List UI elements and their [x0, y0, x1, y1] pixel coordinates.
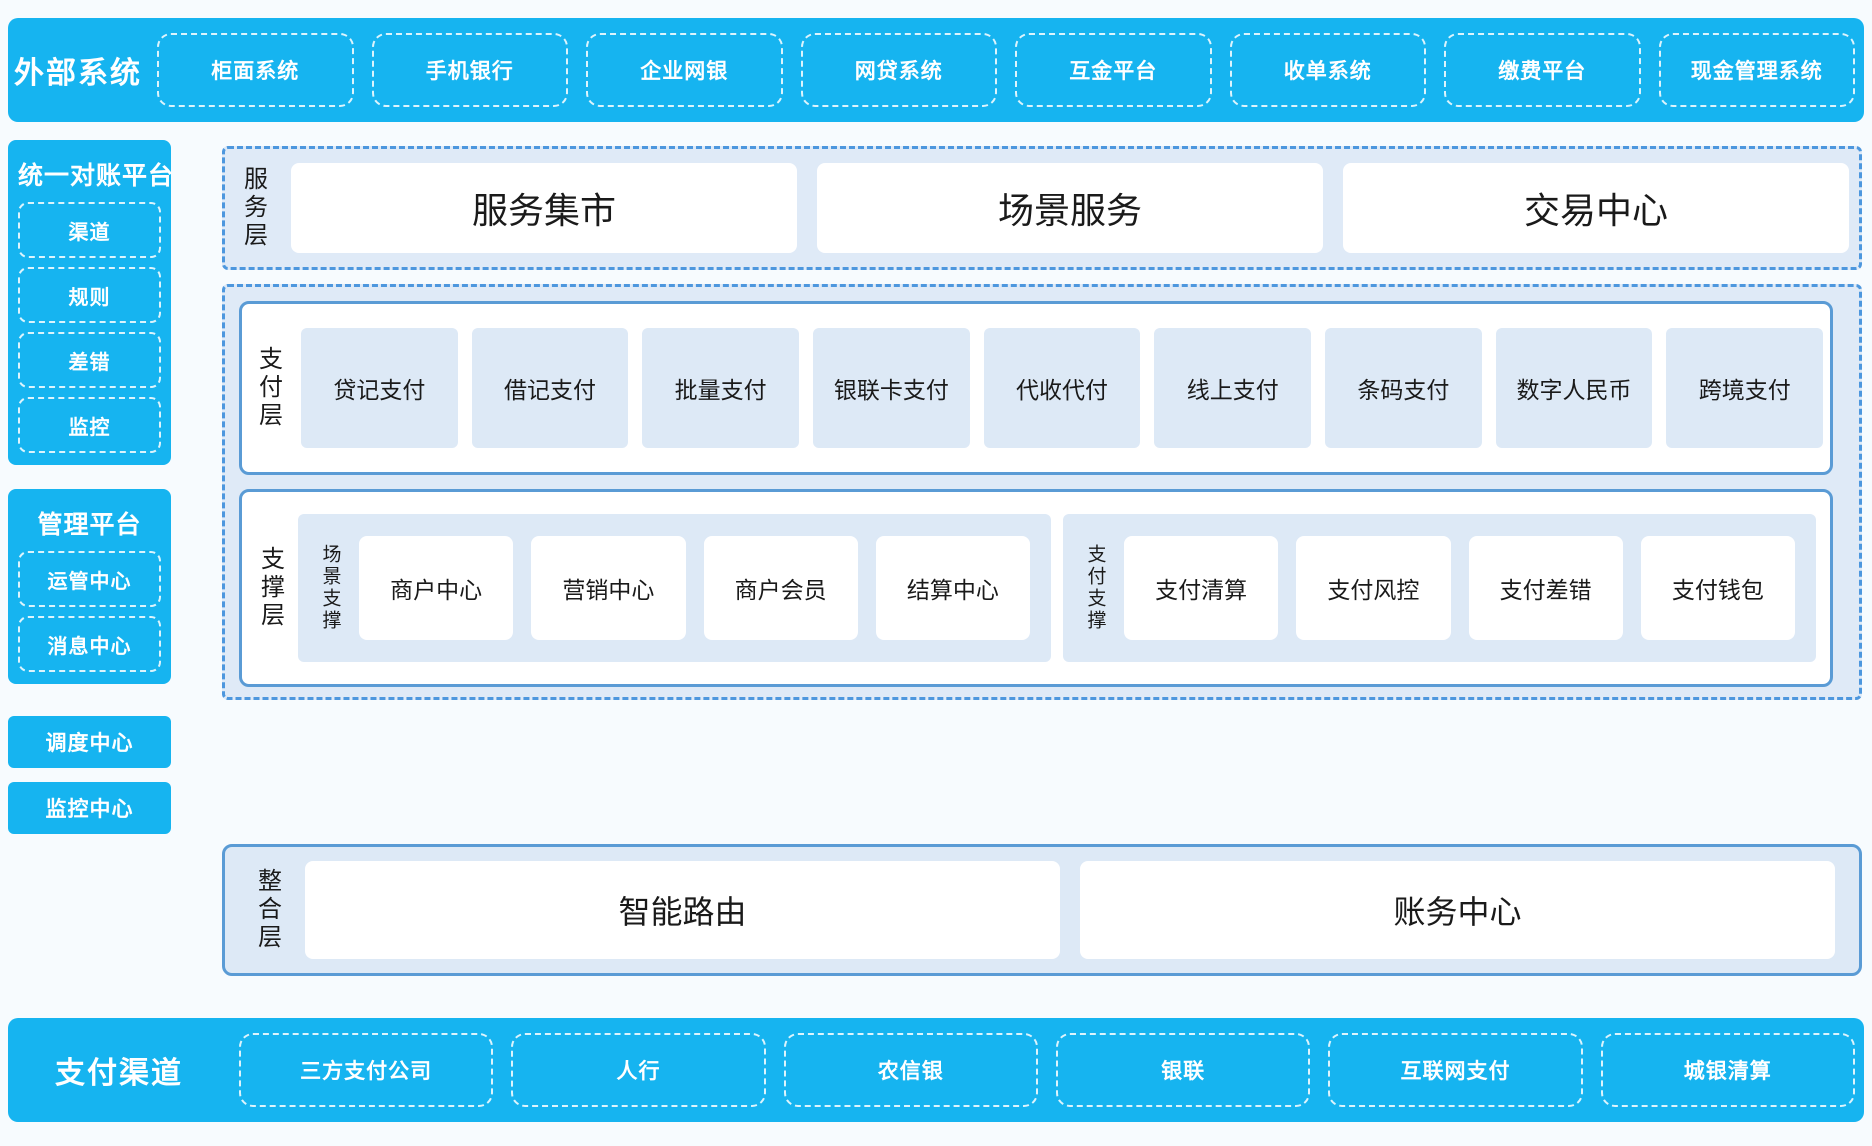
- payment-channels-title: 支付渠道: [55, 1057, 183, 1090]
- external-systems-title: 外部系统: [14, 57, 142, 90]
- payment-channel-chip[interactable]: 城银清算: [1600, 1033, 1855, 1107]
- payment-channel-chip[interactable]: 人行: [511, 1033, 766, 1107]
- payment-tile-digital-rmb[interactable]: 数字人民币: [1495, 328, 1653, 448]
- support-group-scenario: 场景支撑 商户中心 营销中心 商户会员 结算中心: [298, 514, 1051, 662]
- integration-layer-label: 整合层: [253, 868, 281, 952]
- external-systems-band: 外部系统 柜面系统 手机银行 企业网银 网贷系统 互金平台 收单系统 缴费平台 …: [8, 18, 1864, 122]
- service-layer-group: 服务层 服务集市 场景服务 交易中心: [222, 146, 1862, 270]
- management-item-message-center[interactable]: 消息中心: [18, 616, 161, 672]
- payment-layer-row: 支付层 贷记支付 借记支付 批量支付 银联卡支付 代收代付 线上支付 条码支付 …: [242, 304, 1830, 472]
- payment-channel-chip[interactable]: 三方支付公司: [239, 1033, 494, 1107]
- service-layer-row: 服务层 服务集市 场景服务 交易中心: [225, 149, 1859, 267]
- integration-layer-panel: 整合层 智能路由 账务中心: [222, 844, 1862, 976]
- integration-card-smart-routing[interactable]: 智能路由: [305, 861, 1060, 959]
- support-tile-payment-error[interactable]: 支付差错: [1468, 536, 1623, 640]
- reconciliation-item-rule[interactable]: 规则: [18, 267, 161, 323]
- scheduling-center-card[interactable]: 调度中心: [8, 716, 171, 768]
- support-layer-label: 支撑层: [256, 546, 284, 630]
- external-system-chip[interactable]: 互金平台: [1015, 33, 1212, 107]
- service-card-transaction[interactable]: 交易中心: [1343, 163, 1849, 253]
- payment-tile-unionpay-card[interactable]: 银联卡支付: [813, 328, 970, 448]
- monitoring-center-card[interactable]: 监控中心: [8, 782, 171, 834]
- support-layer-panel: 支撑层 场景支撑 商户中心 营销中心 商户会员 结算中心 支付支撑 支付清算 支…: [239, 489, 1833, 687]
- support-tile-merchant-member[interactable]: 商户会员: [703, 536, 858, 640]
- service-card-market[interactable]: 服务集市: [291, 163, 797, 253]
- external-system-chip[interactable]: 柜面系统: [157, 33, 354, 107]
- management-platform-title: 管理平台: [37, 511, 142, 539]
- payment-channels-chip-list: 三方支付公司 人行 农信银 银联 互联网支付 城银清算: [230, 1018, 1864, 1122]
- external-systems-chip-list: 柜面系统 手机银行 企业网银 网贷系统 互金平台 收单系统 缴费平台 现金管理系…: [148, 18, 1864, 122]
- integration-card-accounting-center[interactable]: 账务中心: [1080, 861, 1835, 959]
- payment-tile-debit[interactable]: 借记支付: [471, 328, 629, 448]
- management-item-operations-center[interactable]: 运管中心: [18, 551, 161, 607]
- management-platform-card: 管理平台 运管中心 消息中心: [8, 489, 171, 684]
- external-system-chip[interactable]: 缴费平台: [1444, 33, 1641, 107]
- support-group-payment: 支付支撑 支付清算 支付风控 支付差错 支付钱包: [1063, 514, 1816, 662]
- support-tile-payment-wallet[interactable]: 支付钱包: [1640, 536, 1795, 640]
- payment-tile-barcode[interactable]: 条码支付: [1325, 328, 1482, 448]
- payment-channels-band: 支付渠道 三方支付公司 人行 农信银 银联 互联网支付 城银清算: [8, 1018, 1864, 1122]
- support-tile-payment-clearing[interactable]: 支付清算: [1124, 536, 1279, 640]
- external-system-chip[interactable]: 网贷系统: [800, 33, 997, 107]
- support-layer-row: 支撑层 场景支撑 商户中心 营销中心 商户会员 结算中心 支付支撑 支付清算 支…: [242, 492, 1830, 684]
- reconciliation-platform-title: 统一对账平台: [18, 162, 175, 190]
- payment-tile-online[interactable]: 线上支付: [1154, 328, 1312, 448]
- payment-layer-label: 支付层: [254, 346, 282, 430]
- payment-tile-credit[interactable]: 贷记支付: [301, 328, 458, 448]
- support-tile-payment-risk[interactable]: 支付风控: [1296, 536, 1451, 640]
- support-tile-merchant-center[interactable]: 商户中心: [359, 536, 514, 640]
- support-tile-settlement-center[interactable]: 结算中心: [875, 536, 1030, 640]
- external-system-chip[interactable]: 手机银行: [371, 33, 568, 107]
- support-tile-marketing-center[interactable]: 营销中心: [531, 536, 686, 640]
- support-group-scenario-label: 场景支撑: [319, 544, 341, 632]
- reconciliation-item-channel[interactable]: 渠道: [18, 202, 161, 258]
- payment-tile-batch[interactable]: 批量支付: [642, 328, 800, 448]
- payment-support-group: 支付层 贷记支付 借记支付 批量支付 银联卡支付 代收代付 线上支付 条码支付 …: [222, 284, 1862, 700]
- payment-layer-panel: 支付层 贷记支付 借记支付 批量支付 银联卡支付 代收代付 线上支付 条码支付 …: [239, 301, 1833, 475]
- external-system-chip[interactable]: 现金管理系统: [1658, 33, 1855, 107]
- service-card-scenario[interactable]: 场景服务: [817, 163, 1323, 253]
- reconciliation-item-error[interactable]: 差错: [18, 332, 161, 388]
- reconciliation-platform-card: 统一对账平台 渠道 规则 差错 监控: [8, 140, 175, 465]
- payment-channel-chip[interactable]: 互联网支付: [1328, 1033, 1583, 1107]
- payment-channel-chip[interactable]: 银联: [1055, 1033, 1311, 1107]
- payment-tile-cross-border[interactable]: 跨境支付: [1666, 328, 1824, 448]
- external-system-chip[interactable]: 收单系统: [1229, 33, 1426, 107]
- payment-tile-collection-payment[interactable]: 代收代付: [983, 328, 1141, 448]
- reconciliation-item-monitor[interactable]: 监控: [18, 397, 161, 453]
- service-layer-label: 服务层: [239, 166, 267, 250]
- support-group-payment-label: 支付支撑: [1084, 544, 1106, 632]
- external-system-chip[interactable]: 企业网银: [586, 33, 783, 107]
- payment-channel-chip[interactable]: 农信银: [783, 1033, 1038, 1107]
- left-rail: 统一对账平台 渠道 规则 差错 监控 管理平台 运管中心 消息中心 调度中心 监…: [8, 140, 175, 848]
